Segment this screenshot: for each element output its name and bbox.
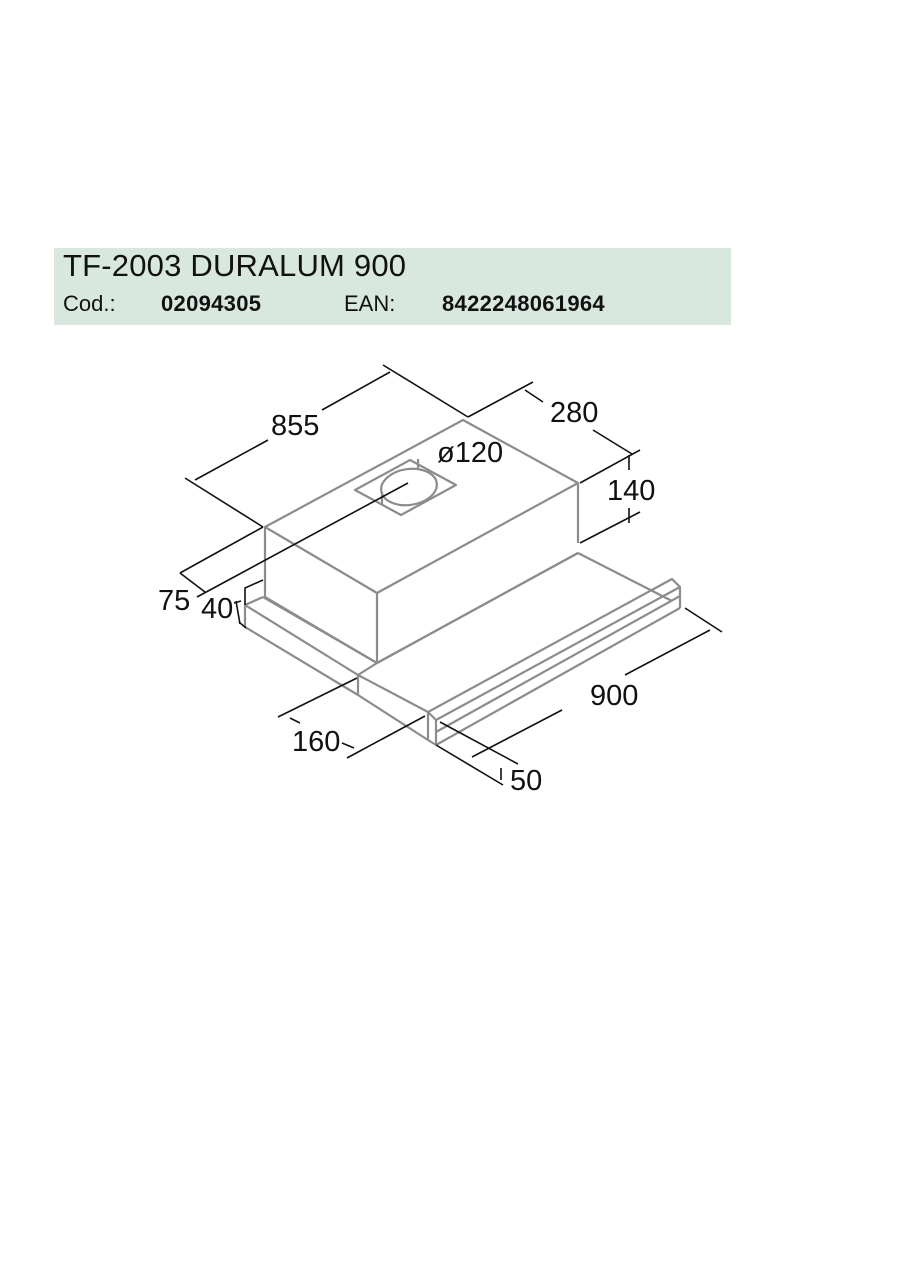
dim-140: 140 [607,475,655,507]
ean-value: 8422248061964 [442,291,605,316]
dim-outlet-diameter: ø120 [437,437,503,469]
dim-50: 50 [510,765,542,797]
ean-label: EAN: [344,291,396,316]
code-label: Cod.: [63,291,116,316]
outlet-flange [353,458,458,517]
dim-160: 160 [292,726,340,758]
dim-280: 280 [550,397,598,429]
dimension-labels: 855 280 140 ø120 75 40 160 900 50 [158,397,655,797]
dim-75: 75 [158,585,190,617]
dim-900: 900 [590,680,638,712]
outlet-circle [380,467,438,507]
hood-outline [243,418,682,746]
dim-855: 855 [271,410,319,442]
code-value: 02094305 [161,291,262,316]
dimension-lines [179,364,723,786]
product-header: TF-2003 DURALUM 900 Cod.: 02094305 EAN: … [54,248,731,325]
product-title: TF-2003 DURALUM 900 [63,248,407,283]
dim-40: 40 [201,593,233,625]
